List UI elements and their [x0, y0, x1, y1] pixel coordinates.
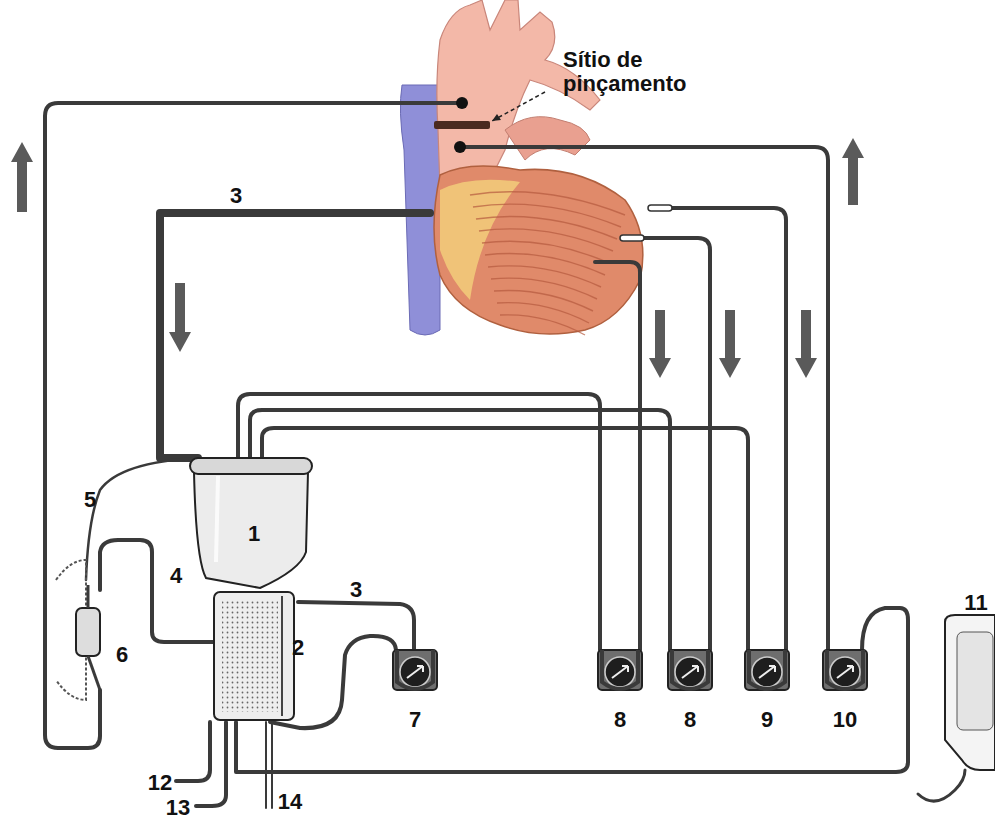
clamp-site-label: Sítio de pinçamento: [563, 48, 713, 96]
flow-arrow: [719, 310, 741, 378]
callout-number: 10: [833, 708, 857, 732]
callout-number: 8: [684, 708, 696, 732]
callout-number: 9: [761, 708, 773, 732]
power-cable: [918, 770, 965, 801]
fat-layer: [440, 180, 520, 300]
pulmonary-artery: [505, 117, 590, 160]
sucker-tip: [648, 205, 672, 211]
oxygenator: [214, 592, 294, 720]
recirculation-line: [86, 458, 198, 580]
cannula-dot: [454, 141, 466, 153]
callout-number: 5: [84, 488, 96, 512]
flow-arrow: [795, 310, 817, 378]
venous-reservoir: 1: [188, 452, 314, 592]
sucker-tip: [620, 235, 644, 241]
cardioplegia-line: [462, 147, 828, 650]
outlet-tube: [176, 722, 210, 781]
callout-number: 1: [248, 521, 260, 547]
callout-number: 7: [409, 708, 421, 732]
suction-line: [250, 410, 670, 650]
outlet-tube: [196, 722, 226, 806]
heater-cooler-device: [945, 615, 995, 770]
vent-line: [262, 428, 748, 650]
roller-pump: [668, 650, 712, 690]
roller-pump: [393, 650, 437, 690]
oxygenator-inlet: [298, 602, 414, 650]
callout-number: 2: [292, 636, 304, 660]
arterial-filter: [56, 560, 100, 700]
aortic-clamp: [434, 121, 490, 129]
flow-arrow: [649, 310, 671, 378]
heart-body: [434, 166, 643, 334]
sucker-line: [640, 238, 710, 650]
callout-number: 3: [350, 578, 362, 602]
callout-number: 12: [148, 771, 172, 795]
vent-line: [595, 262, 640, 650]
flow-arrow: [842, 138, 864, 205]
flow-arrow: [11, 142, 33, 212]
cannula-dot: [456, 97, 468, 109]
leader-line: [492, 92, 545, 121]
callout-number: 11: [964, 591, 987, 615]
callout-number: 13: [166, 796, 190, 820]
roller-pump: [823, 650, 867, 690]
flow-arrow: [169, 283, 191, 352]
sucker-line: [668, 208, 786, 650]
roller-pump: [598, 650, 642, 690]
callout-number: 3: [230, 184, 242, 208]
gas-line: [266, 722, 272, 808]
leader-head: [492, 114, 501, 121]
callout-number: 8: [614, 708, 626, 732]
callout-number: 6: [116, 643, 128, 667]
arterial-line: [45, 103, 462, 748]
cardioplegia-return: [236, 608, 908, 772]
callout-number: 4: [170, 564, 182, 588]
venous-line: [160, 213, 430, 458]
roller-pump: [745, 650, 789, 690]
callout-number: 14: [278, 790, 302, 814]
